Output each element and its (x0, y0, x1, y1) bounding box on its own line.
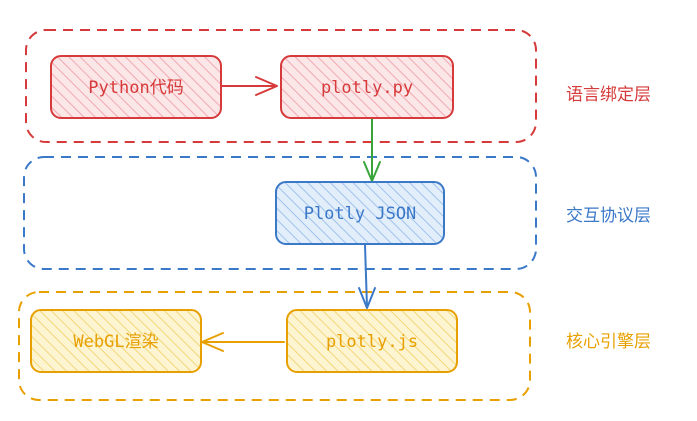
node-plotlyjs-label: plotly.js (326, 332, 418, 352)
layer-interaction-protocol-frame (23, 156, 537, 270)
node-webgl[interactable]: WebGL渲染 (30, 309, 202, 373)
node-plotlyjs[interactable]: plotly.js (286, 309, 458, 373)
layer-language-binding: 语言绑定层 (25, 29, 651, 143)
layer-core-engine: 核心引擎层 (18, 291, 651, 401)
node-plotly-json-box (275, 181, 445, 245)
node-plotlypy-box (280, 55, 454, 119)
arrowhead-python-to-plotlypy (255, 76, 278, 96)
layer-interaction-protocol: 交互协议层 (23, 156, 651, 270)
node-plotlypy[interactable]: plotly.py (280, 55, 454, 119)
node-plotly-json-label: Plotly JSON (304, 204, 417, 224)
layer-interaction-protocol-label: 交互协议层 (566, 206, 651, 226)
edges (201, 76, 381, 352)
node-plotlyjs-box (286, 309, 458, 373)
layer-core-engine-label: 核心引擎层 (566, 332, 651, 352)
node-webgl-label: WebGL渲染 (73, 332, 158, 352)
node-python-box (50, 55, 222, 119)
node-python[interactable]: Python代码 (50, 55, 222, 119)
node-plotly-json[interactable]: Plotly JSON (275, 181, 445, 245)
node-python-label: Python代码 (88, 78, 183, 98)
node-webgl-box (30, 309, 202, 373)
arrowhead-json-to-plotlyjs (358, 287, 376, 309)
layer-core-engine-frame (18, 291, 531, 401)
node-plotlypy-label: plotly.py (321, 78, 413, 98)
layer-language-binding-frame (25, 29, 537, 143)
layer-language-binding-label: 语言绑定层 (566, 85, 651, 105)
edge-json-to-plotlyjs (364, 244, 368, 308)
